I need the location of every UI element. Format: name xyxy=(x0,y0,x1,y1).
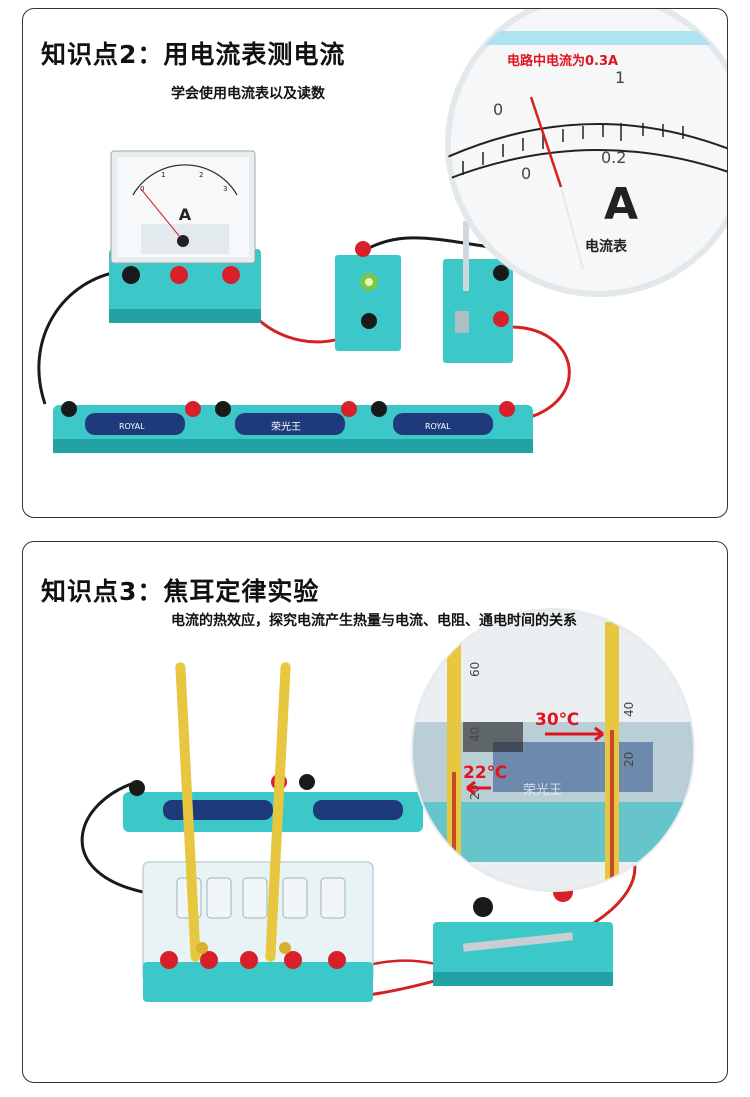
black-wire xyxy=(362,236,504,253)
thermometer-left xyxy=(175,662,208,962)
ammeter-scale-label: 3 xyxy=(223,185,227,193)
battery-label: ROYAL xyxy=(119,422,145,431)
knife-switch xyxy=(433,882,613,986)
ammeter-scale-label: 1 xyxy=(161,171,165,179)
right-arrow xyxy=(545,726,604,742)
bulb-holder xyxy=(335,241,401,351)
knife-switch xyxy=(443,221,513,363)
resistor-box xyxy=(142,861,374,1002)
section-title: 知识点2：用电流表测电流 xyxy=(41,40,346,69)
section-subtitle: 电流的热效应，探究电流产生热量与电流、电阻、通电时间的关系 xyxy=(171,613,577,629)
ammeter-panel: 0 1 2 3 A xyxy=(22,8,728,518)
magnifier-scale-label: 1 xyxy=(615,68,625,87)
magnifier-scale-label: 0.2 xyxy=(601,148,626,167)
left-scale-label: 40 xyxy=(468,727,482,742)
right-temperature-callout: 30℃ xyxy=(535,710,579,730)
joule-law-photo: 60 40 20 40 20 荣光王 22℃ 30℃ xyxy=(80,608,695,1002)
ammeter-magnifier: 0 1 0 0.2 A 电流表 电路中电流为0.3A xyxy=(445,9,727,297)
left-arrow xyxy=(466,780,491,796)
red-wire xyxy=(512,325,571,423)
ammeter-circuit-photo: 0 1 2 3 A xyxy=(37,9,727,453)
black-wire xyxy=(80,780,144,894)
section-title: 知识点3：焦耳定律实验 xyxy=(41,577,320,606)
left-temperature-callout: 22℃ xyxy=(463,763,507,783)
magnifier-battery-brand: 荣光王 xyxy=(523,783,562,798)
ammeter-scale-label: 0 xyxy=(140,185,144,193)
joule-law-panel: 60 40 20 40 20 荣光王 22℃ 30℃ 知识点3：焦耳定律实验 电… xyxy=(22,541,728,1083)
magnifier-unit: A xyxy=(604,179,638,230)
current-reading-callout: 电路中电流为0.3A xyxy=(507,53,618,69)
battery-label: ROYAL xyxy=(425,422,451,431)
magnifier-scale-label: 0 xyxy=(493,100,503,119)
thermometer-right xyxy=(265,662,291,962)
ammeter: 0 1 2 3 A xyxy=(109,150,261,323)
battery-label: 荣光王 xyxy=(271,420,301,433)
ammeter-unit: A xyxy=(179,205,192,224)
left-scale-label: 60 xyxy=(468,662,482,677)
right-scale-label: 20 xyxy=(622,752,636,767)
magnifier-meter-name: 电流表 xyxy=(585,238,628,255)
battery-box: ROYAL 荣光王 ROYAL xyxy=(53,401,533,453)
thermometer-magnifier: 60 40 20 40 20 荣光王 22℃ 30℃ xyxy=(411,608,695,892)
right-scale-label: 40 xyxy=(622,702,636,717)
magnifier-scale-label: 0 xyxy=(521,164,531,183)
black-wire xyxy=(37,269,124,405)
ammeter-scale-label: 2 xyxy=(199,171,203,179)
section-subtitle: 学会使用电流表以及读数 xyxy=(171,86,325,102)
